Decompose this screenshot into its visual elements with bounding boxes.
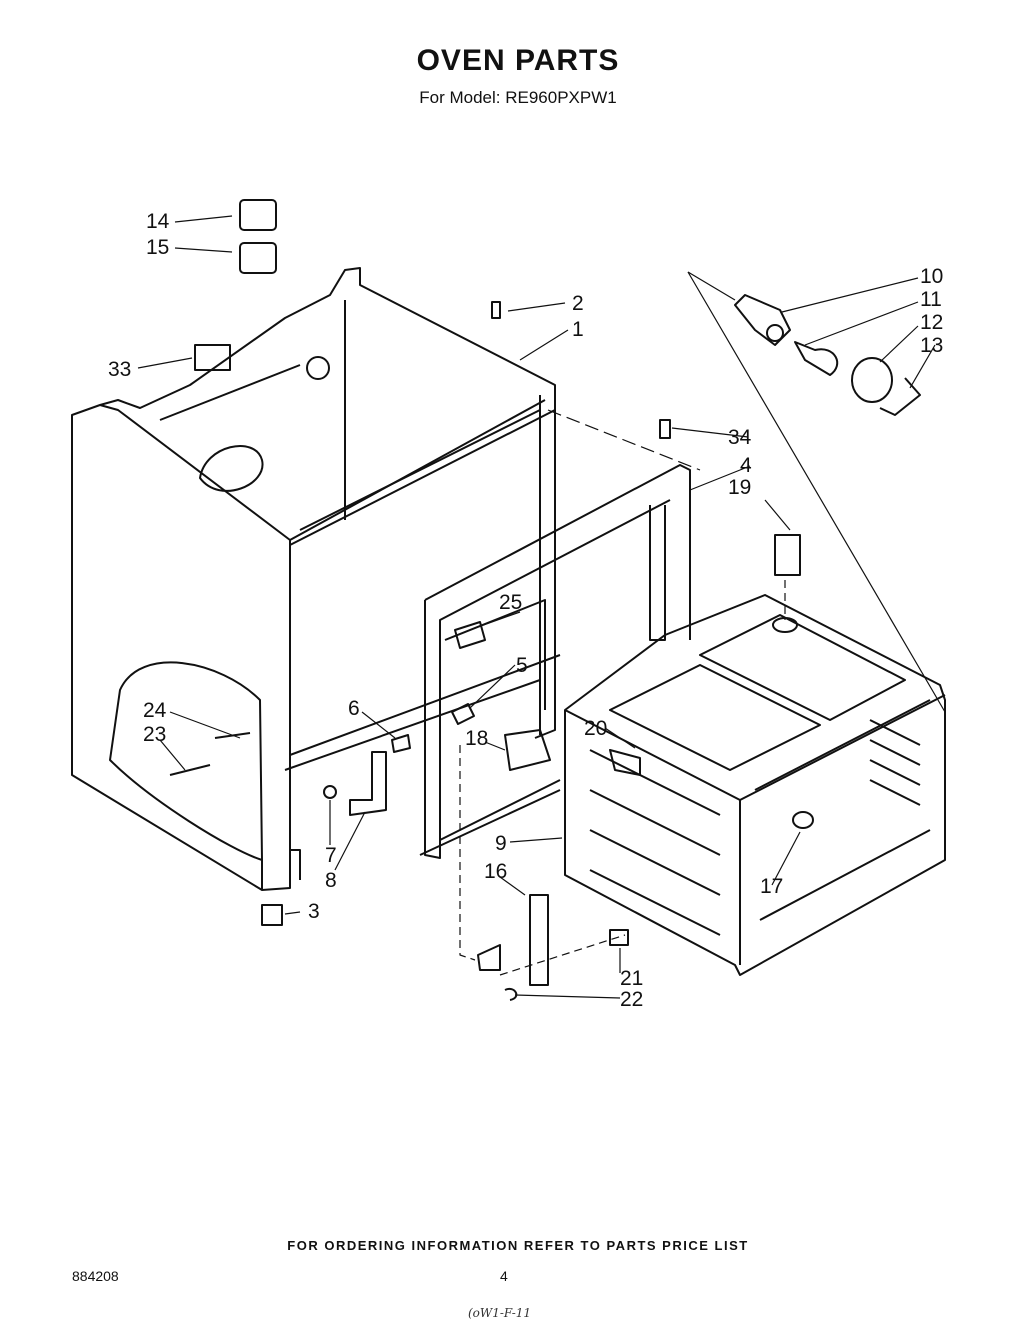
page-number: 4 [500, 1268, 508, 1284]
callout-9: 9 [495, 832, 507, 855]
callout-16: 16 [484, 860, 507, 883]
callout-6: 6 [348, 697, 360, 720]
callout-18: 18 [465, 727, 488, 750]
callout-15: 15 [146, 236, 169, 259]
callout-25: 25 [499, 591, 522, 614]
callout-23: 23 [143, 723, 166, 746]
callout-34: 34 [728, 426, 752, 449]
callout-19: 19 [728, 476, 751, 499]
top-caps [239, 199, 277, 274]
callout-4: 4 [740, 454, 752, 477]
callout-20: 20 [584, 717, 607, 740]
callout-10: 10 [920, 265, 943, 288]
oven-light-assembly [734, 294, 921, 416]
callout-13: 13 [920, 334, 943, 357]
callout-1: 1 [572, 318, 584, 341]
callout-21: 21 [620, 967, 643, 990]
callout-33: 33 [108, 358, 131, 381]
handwritten-note: (oW1-F-11 [468, 1306, 532, 1320]
leader-lines [137, 215, 946, 999]
callout-22: 22 [620, 988, 643, 1011]
part-callouts: 1 2 3 4 5 6 7 8 9 10 11 12 13 14 15 16 1… [108, 210, 943, 1011]
callout-8: 8 [325, 869, 337, 892]
callout-11: 11 [920, 288, 942, 311]
callout-7: 7 [325, 844, 337, 867]
callout-24: 24 [143, 699, 167, 722]
oven-liner [564, 594, 946, 976]
callout-5: 5 [516, 654, 528, 677]
ordering-footer: FOR ORDERING INFORMATION REFER TO PARTS … [287, 1238, 749, 1253]
model-subtitle: For Model: RE960PXPW1 [419, 88, 617, 107]
callout-14: 14 [146, 210, 170, 233]
callout-12: 12 [920, 311, 943, 334]
small-parts [169, 301, 801, 1001]
document-number: 884208 [72, 1268, 119, 1284]
callout-3: 3 [308, 900, 320, 923]
callout-2: 2 [572, 292, 584, 315]
page-title: OVEN PARTS [416, 44, 620, 77]
oven-cabinet-body [71, 267, 561, 891]
callout-17: 17 [760, 875, 783, 898]
